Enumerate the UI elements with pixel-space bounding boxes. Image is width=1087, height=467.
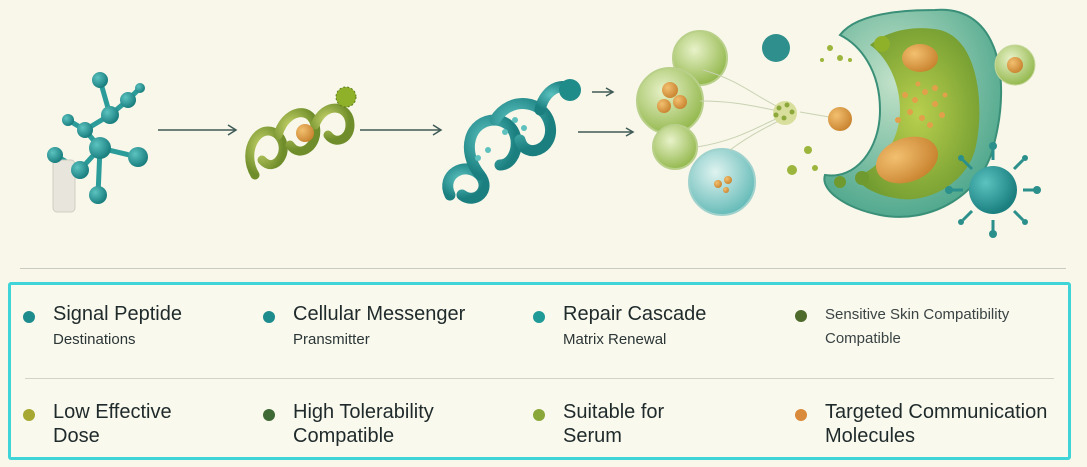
legend-item-title: Sensitive Skin Compatibility — [825, 306, 1010, 323]
legend-item-subtitle: Compatible — [825, 330, 901, 347]
legend-item-subtitle: Compatible — [293, 425, 395, 447]
orange-dot-icon — [795, 409, 807, 421]
peptide-coil-teal-icon — [442, 81, 578, 204]
cell-icon — [823, 8, 1036, 218]
legend-panel: Signal Peptide Destinations Cellular Mes… — [8, 282, 1071, 460]
section-divider — [20, 268, 1066, 269]
legend-item-subtitle: Dose — [53, 425, 100, 447]
vesicle-cluster-icon — [636, 30, 790, 216]
legend-item-title: Signal Peptide — [53, 303, 182, 325]
olive-dot-icon — [533, 409, 545, 421]
row-divider — [25, 378, 1054, 379]
legend-item-subtitle: Destinations — [53, 331, 136, 348]
legend-item-title: High Tolerability — [293, 401, 434, 423]
olive-dot-icon — [795, 310, 807, 322]
legend-item-subtitle: Pransmitter — [293, 331, 370, 348]
legend-item-title: Repair Cascade — [563, 303, 707, 325]
peptide-pathway-illustration — [47, 8, 1041, 238]
legend-item-title: Targeted Communication — [825, 401, 1048, 423]
legend-item-title: Suitable for — [563, 401, 665, 423]
legend-item-title: Cellular Messenger — [293, 303, 466, 325]
olive-dot-icon — [23, 409, 35, 421]
arrow-icon — [158, 87, 635, 137]
legend-item-title: Low Effective — [53, 401, 172, 423]
teal-dot-icon — [263, 311, 275, 323]
legend-item-subtitle: Molecules — [825, 425, 916, 447]
teal-dot-icon — [533, 311, 545, 323]
peptide-coil-green-icon — [245, 103, 355, 180]
legend-item-subtitle: Matrix Renewal — [563, 331, 667, 348]
teal-dot-icon — [23, 311, 35, 323]
green-dot-icon — [263, 409, 275, 421]
legend-item-subtitle: Serum — [563, 425, 622, 447]
